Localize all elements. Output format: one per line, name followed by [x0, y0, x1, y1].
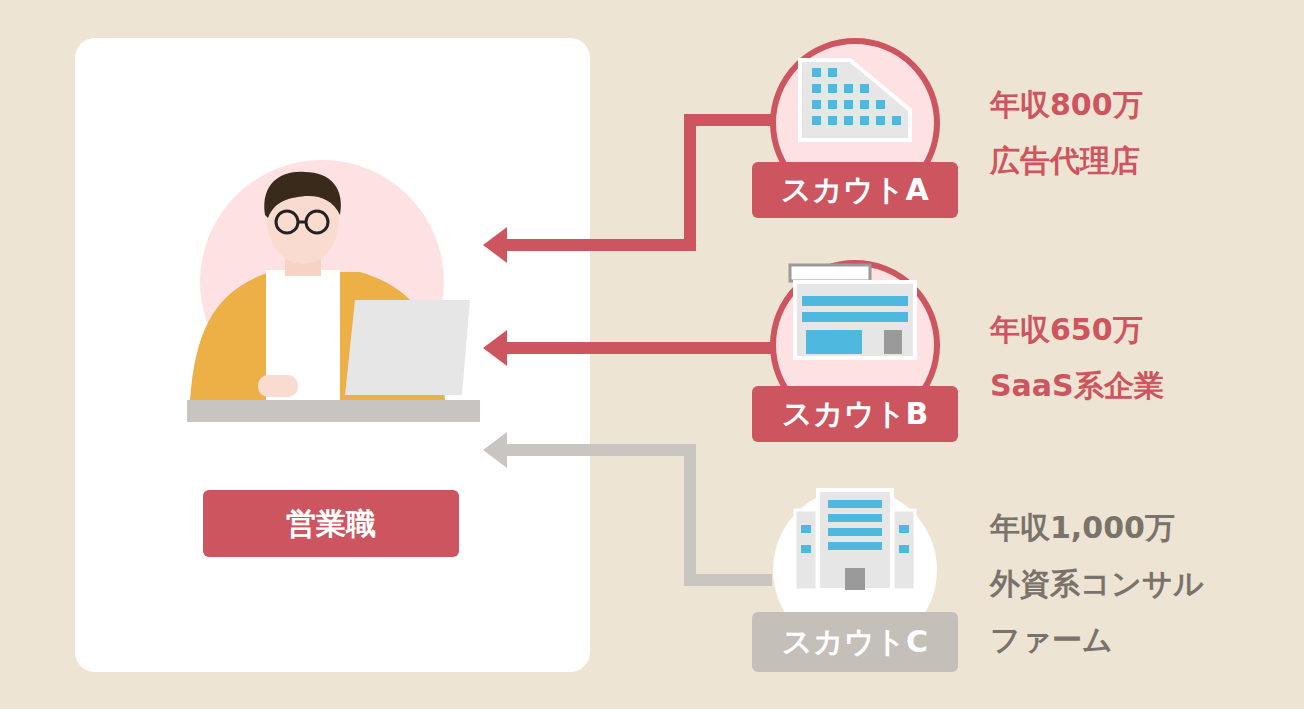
scout-tag: スカウトB年収650万 SaaS系企業: [752, 386, 958, 442]
offer-text: 年収800万 広告代理店: [990, 77, 1260, 189]
scout-tag: スカウトA年収800万 広告代理店: [752, 162, 958, 218]
box-label: 営業職: [286, 506, 376, 542]
connector-line: [499, 120, 772, 245]
connector-arrow: [483, 120, 772, 263]
white-panel: [75, 38, 590, 672]
arrow-head: [483, 227, 507, 263]
connector-arrow: [483, 432, 772, 580]
connector-line: [499, 342, 772, 354]
box-label: スカウトA: [781, 172, 928, 208]
arrow-head: [483, 330, 507, 366]
offer-text: 年収1,000万 外資系コンサル ファーム: [990, 500, 1260, 668]
scout-tag: スカウトC年収1,000万 外資系コンサル ファーム: [752, 612, 958, 672]
person-illustration: [187, 160, 480, 422]
box-label: スカウトB: [782, 396, 929, 432]
connector-line: [499, 450, 772, 580]
offer-text: 年収650万 SaaS系企業: [990, 302, 1260, 414]
arrow-head: [483, 432, 507, 468]
role-box: 営業職: [203, 490, 459, 557]
connector-arrow: [483, 330, 772, 366]
box-label: スカウトC: [782, 624, 928, 660]
